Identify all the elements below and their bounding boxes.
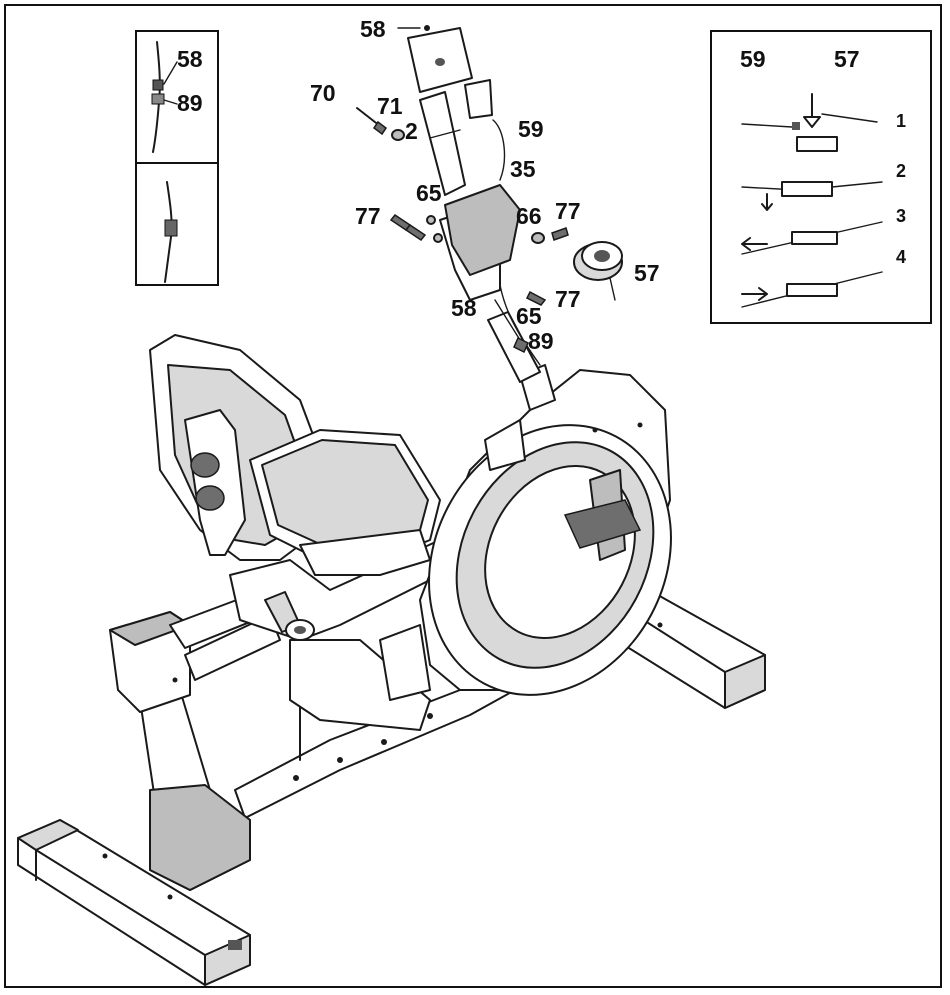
rear-stabilizer [17, 819, 251, 986]
inset-label-59: 59 [740, 46, 766, 72]
part-label-59: 59 [518, 116, 544, 142]
rear-upright [109, 594, 281, 891]
part-label-58-top: 58 [360, 16, 386, 42]
inset-label-57: 57 [834, 46, 860, 72]
step-number-1: 1 [896, 111, 907, 131]
inset-divider [137, 162, 217, 164]
part-label-58-mid: 58 [451, 295, 477, 321]
step-number-4: 4 [896, 247, 907, 267]
inset-label-89: 89 [177, 90, 203, 116]
inset-cable-drawing [151, 41, 178, 283]
hardware-parts [356, 25, 623, 354]
part-label-57: 57 [634, 260, 660, 286]
part-label-77-left: 77 [355, 203, 381, 229]
part-label-35: 35 [510, 156, 536, 182]
part-label-89: 89 [528, 328, 554, 354]
part-label-2: 2 [405, 118, 418, 144]
inset-cable-detail: 58 89 [135, 30, 219, 286]
seat-cushion [249, 429, 441, 576]
step-number-3: 3 [896, 206, 907, 226]
part-label-65-upper: 65 [416, 180, 442, 206]
part-label-77-mid: 77 [555, 286, 581, 312]
step-number-2: 2 [896, 161, 907, 181]
part-label-77-right: 77 [555, 198, 581, 224]
part-label-70: 70 [310, 80, 336, 106]
part-label-71: 71 [377, 93, 403, 119]
tension-knob [573, 241, 623, 301]
inset-label-58: 58 [177, 46, 203, 72]
diagram-frame [4, 4, 942, 988]
inset-steps-drawing [741, 93, 883, 308]
flywheel-cover [419, 369, 672, 696]
inset-connection-steps: 59 57 1 2 3 4 [710, 30, 932, 324]
steering-column [407, 27, 556, 411]
part-label-65-mid: 65 [516, 303, 542, 329]
part-label-66: 66 [516, 203, 542, 229]
